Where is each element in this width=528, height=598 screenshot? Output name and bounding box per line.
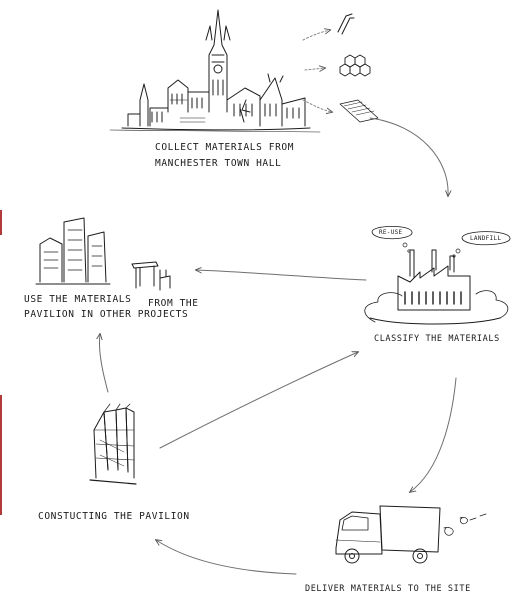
reuse-label-line2: PAVILION IN OTHER PROJECTS: [24, 309, 189, 320]
panel-material-icon: [339, 99, 379, 123]
collect-label-line1: COLLECT MATERIALS FROM: [155, 142, 295, 153]
construct-label: CONSTUCTING THE PAVILION: [38, 511, 190, 522]
deliver-label: DELIVER MATERIALS TO THE SITE: [305, 584, 471, 594]
arrow-construct-to-reuse: [99, 334, 109, 393]
edge-bar-bottom: [0, 395, 2, 515]
arrow-construct-to-classify: [159, 352, 358, 449]
reuse-label-line1b: FROM THE: [148, 298, 199, 309]
arrow-to-hexagons: [304, 68, 325, 70]
truck-sketch: [335, 505, 487, 564]
arrow-collect-to-classify: [369, 117, 448, 196]
arrow-deliver-to-construct: [156, 540, 297, 575]
reuse-tag: RE-USE: [379, 229, 403, 236]
arrow-to-panel: [302, 99, 332, 112]
buildings-sketch: [35, 217, 171, 291]
factory-sketch: [364, 225, 511, 325]
edge-bar-top: [0, 210, 2, 235]
classify-label: CLASSIFY THE MATERIALS: [374, 334, 500, 344]
hexagon-material-icon: [339, 54, 371, 77]
arrow-classify-to-deliver: [410, 377, 457, 492]
landfill-tag: LANDFILL: [470, 235, 502, 242]
arrow-classify-to-reuse: [196, 270, 367, 281]
pavilion-sketch: [89, 403, 137, 485]
town-hall-sketch: [109, 9, 321, 133]
collect-label-line2: MANCHESTER TOWN HALL: [155, 158, 282, 169]
reuse-label-line1: USE THE MATERIALS: [24, 294, 132, 305]
arrow-to-pipe: [302, 30, 330, 41]
pipe-material-icon: [337, 13, 355, 35]
